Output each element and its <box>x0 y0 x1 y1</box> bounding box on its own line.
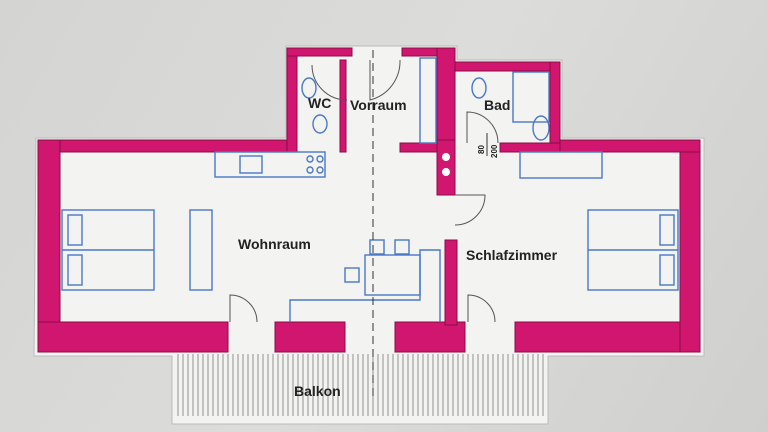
room-label-wc: WC <box>308 95 331 111</box>
room-label-schlafzimmer: Schlafzimmer <box>466 247 558 263</box>
room-label-vorraum: Vorraum <box>350 97 407 113</box>
room-label-wohnraum: Wohnraum <box>238 236 311 252</box>
room-label-balkon: Balkon <box>294 383 341 399</box>
door-width-label: 80 <box>477 145 486 154</box>
fixtures <box>61 57 679 322</box>
walls <box>37 47 701 353</box>
doors <box>229 50 499 400</box>
balcony-railing <box>177 354 544 416</box>
room-label-bad: Bad <box>484 97 510 113</box>
door-height-label: 200 <box>490 144 499 158</box>
